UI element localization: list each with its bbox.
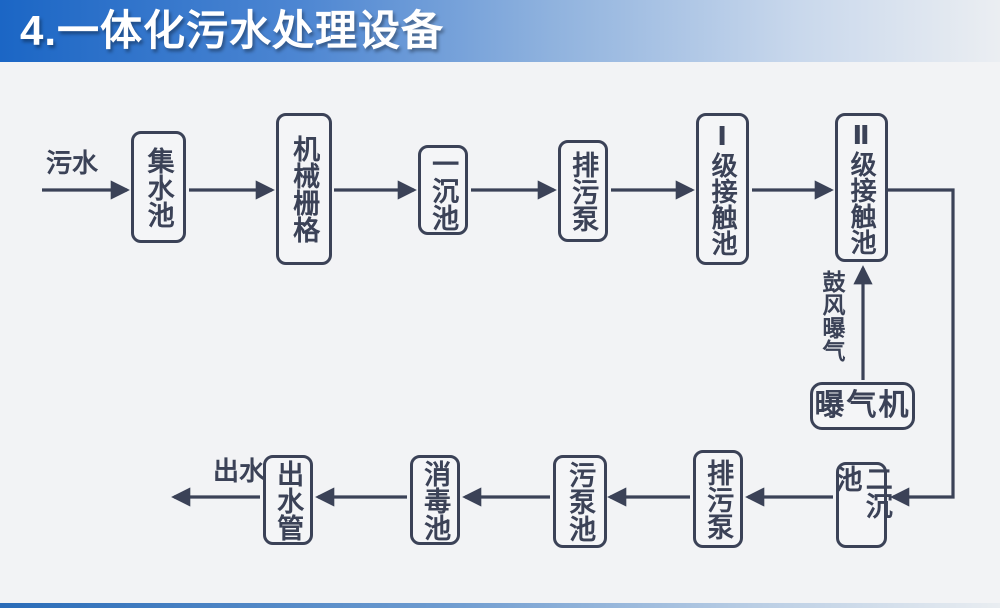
node-outlet-pipe: 出水管 <box>263 455 313 545</box>
inflow-label: 污水 <box>46 148 99 178</box>
node-secondary-sedimentation-tank: 二沉池 <box>832 462 892 548</box>
node-level1-contact-tank: Ⅰ级接触池 <box>696 113 749 265</box>
node-sewage-pump-top: 排污泵 <box>558 140 608 242</box>
node-sludge-pump-tank: 污泵池 <box>553 455 607 548</box>
flow-arrows <box>42 180 955 507</box>
node-aerator: 曝气机 <box>810 382 915 430</box>
slide-title: 4.一体化污水处理设备 <box>20 7 445 54</box>
node-mechanical-grid: 机械栅格 <box>276 113 332 265</box>
connector-level2-to-secondary-tank <box>888 188 955 507</box>
bottom-accent-bar <box>0 603 1000 608</box>
flowchart: 污水 出水 鼓风曝气 集水池 机械栅格 一沉池 排污泵 Ⅰ级接触池 Ⅱ级接触池 … <box>0 62 1000 603</box>
aeration-label: 鼓风曝气 <box>819 270 845 362</box>
node-disinfection-tank: 消毒池 <box>410 455 460 545</box>
node-level2-contact-tank: Ⅱ级接触池 <box>835 113 888 262</box>
title-bar: 4.一体化污水处理设备 <box>0 0 1000 62</box>
outflow-label: 出水 <box>213 456 266 486</box>
node-collection-tank: 集水池 <box>131 131 186 243</box>
node-primary-sedimentation-tank: 一沉池 <box>418 145 468 235</box>
node-sewage-pump-bottom: 排污泵 <box>693 450 743 548</box>
